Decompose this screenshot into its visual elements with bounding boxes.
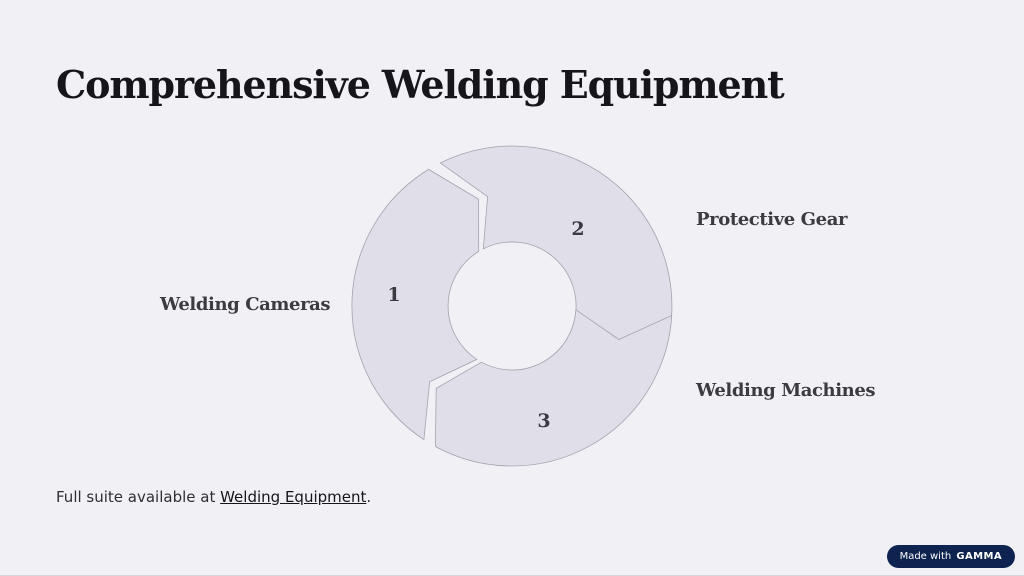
- cycle-segment-3-number: 3: [537, 410, 550, 432]
- footer-note: Full suite available at Welding Equipmen…: [56, 488, 371, 506]
- cycle-segment-3-shape: [434, 309, 673, 467]
- welding-equipment-link[interactable]: Welding Equipment: [220, 488, 367, 506]
- footer-suffix: .: [366, 488, 372, 506]
- label-welding-cameras: Welding Cameras: [160, 294, 331, 315]
- footer-prefix: Full suite available at: [56, 488, 221, 506]
- cycle-segment-1-shape: [351, 168, 480, 441]
- cycle-segment-1: 1: [351, 168, 480, 441]
- label-protective-gear: Protective Gear: [696, 209, 848, 230]
- label-welding-machines: Welding Machines: [696, 380, 876, 401]
- cycle-segment-3: 3: [434, 309, 673, 467]
- cycle-segment-1-number: 1: [387, 284, 400, 306]
- page-title: Comprehensive Welding Equipment: [56, 62, 785, 107]
- badge-prefix: Made with: [899, 551, 952, 562]
- gamma-logo: GAMMA: [956, 551, 1002, 562]
- made-with-gamma-badge[interactable]: Made with GAMMA: [886, 545, 1015, 568]
- cycle-segment-2-number: 2: [571, 218, 584, 240]
